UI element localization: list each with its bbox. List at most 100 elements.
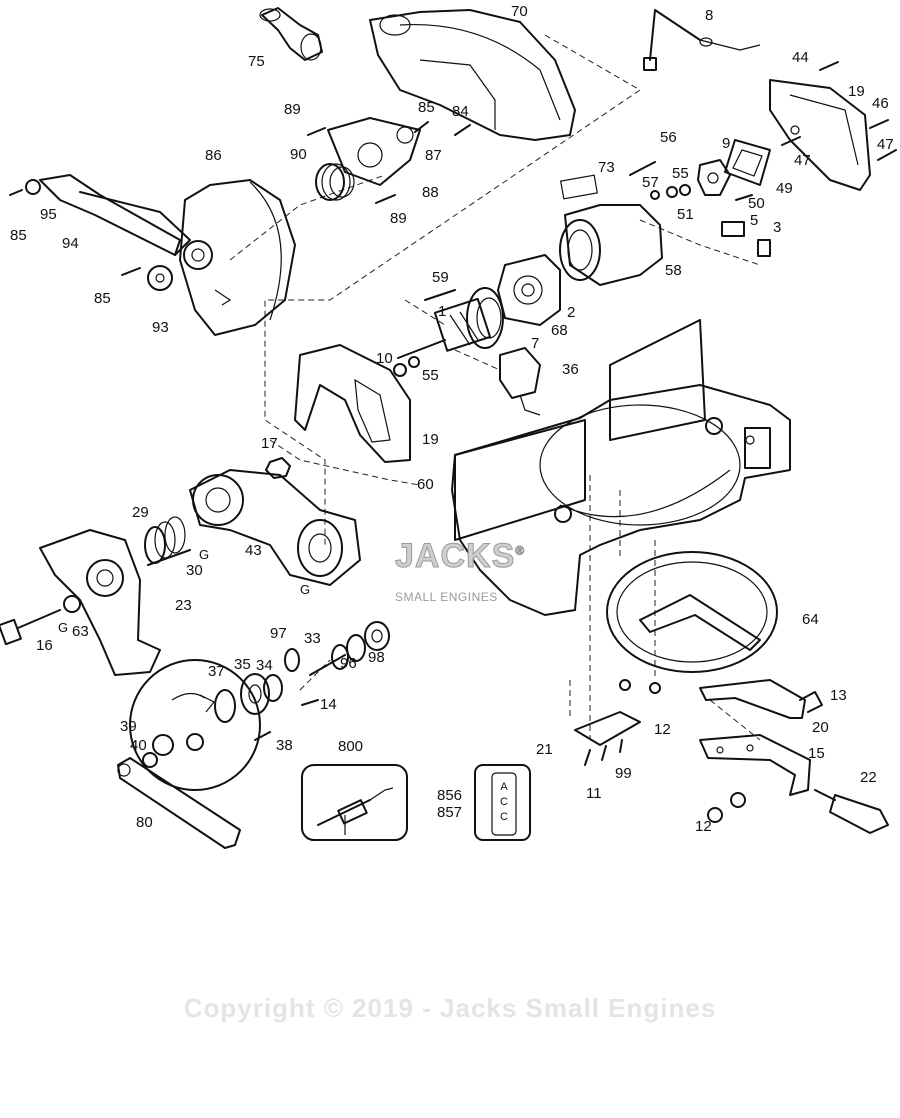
label-part-13: 13	[830, 687, 847, 704]
label-part-g-top: G	[199, 547, 210, 562]
part-19-handle-cover-right	[769, 79, 871, 191]
part-93-washer	[121, 265, 173, 291]
parts-39-40	[142, 734, 174, 768]
part-60-base-table	[451, 319, 791, 616]
label-part-89-bottom: 89	[390, 210, 407, 227]
label-part-38: 38	[276, 737, 293, 754]
label-part-87: 87	[425, 147, 442, 164]
label-part-23: 23	[175, 597, 192, 614]
part-blade	[129, 659, 261, 791]
part-800-kit-box	[301, 764, 408, 841]
label-part-58: 58	[665, 262, 682, 279]
label-part-95: 95	[40, 206, 57, 223]
label-part-59: 59	[432, 269, 449, 286]
label-part-1: 1	[438, 303, 447, 320]
watermark-brand: JACKS®	[394, 537, 526, 576]
part-64-turntable	[606, 551, 778, 673]
label-part-44: 44	[792, 49, 809, 66]
part-21-clamp	[574, 711, 641, 766]
label-part-857: 857	[437, 804, 463, 821]
part-80-wrench	[117, 757, 241, 849]
label-part-70: 70	[511, 3, 528, 20]
label-part-46: 46	[872, 95, 889, 112]
parts-10-55	[393, 356, 420, 377]
label-part-89-top: 89	[284, 101, 301, 118]
label-part-9: 9	[722, 135, 731, 152]
label-part-49: 49	[776, 180, 793, 197]
part-8-power-cord	[643, 9, 761, 71]
part-90-spring	[315, 163, 355, 201]
label-part-90: 90	[290, 146, 307, 163]
part-1-armature	[397, 297, 492, 359]
label-part-800: 800	[338, 738, 364, 755]
label-part-60: 60	[417, 476, 434, 493]
label-part-97: 97	[270, 625, 287, 642]
label-part-93: 93	[152, 319, 169, 336]
part-58-motor-housing	[559, 204, 663, 286]
card-text: A C C	[500, 781, 508, 823]
label-part-8: 8	[705, 7, 714, 24]
label-part-85-bottom: 85	[94, 290, 111, 307]
label-part-g-bottom: G	[58, 620, 69, 635]
part-70-upper-guard	[369, 9, 576, 141]
part-59-screw	[424, 289, 456, 301]
label-part-39: 39	[120, 718, 137, 735]
part-12-screws-bottom	[707, 792, 746, 823]
label-part-10: 10	[376, 350, 393, 367]
label-part-84: 84	[452, 103, 469, 120]
label-part-85-top: 85	[418, 99, 435, 116]
label-part-51: 51	[677, 206, 694, 223]
part-22-knob	[814, 789, 889, 834]
label-part-57: 57	[642, 174, 659, 191]
label-part-56: 56	[660, 129, 677, 146]
part-12-screws-top	[619, 679, 661, 694]
label-part-3: 3	[773, 219, 782, 236]
label-part-g-middle: G	[300, 582, 311, 597]
label-part-30: 30	[186, 562, 203, 579]
label-part-94: 94	[62, 235, 79, 252]
part-2-field	[497, 254, 561, 326]
part-856-857-box	[474, 764, 531, 841]
part-16-bolt	[0, 595, 81, 646]
part-49-brush-plate	[724, 139, 771, 186]
label-part-34: 34	[256, 657, 273, 674]
label-part-73: 73	[598, 159, 615, 176]
label-part-20: 20	[812, 719, 829, 736]
label-part-29: 29	[132, 504, 149, 521]
label-part-55-top: 55	[672, 165, 689, 182]
label-part-37: 37	[208, 663, 225, 680]
part-19-handle-cover-left	[294, 344, 411, 463]
label-part-47-right: 47	[877, 136, 894, 153]
label-part-63: 63	[72, 623, 89, 640]
part-75-dust-elbow	[259, 7, 323, 61]
copyright-notice: Copyright © 2019 - Jacks Small Engines	[183, 993, 717, 1023]
label-part-47-left: 47	[794, 152, 811, 169]
label-part-33: 33	[304, 630, 321, 647]
label-part-14: 14	[320, 696, 337, 713]
part-29-spring	[144, 516, 191, 566]
label-part-2: 2	[567, 304, 576, 321]
label-part-11: 11	[586, 785, 602, 802]
label-part-86: 86	[205, 147, 222, 164]
label-part-99: 99	[615, 765, 632, 782]
part-43-arm	[189, 469, 361, 586]
label-part-12-top: 12	[654, 721, 671, 738]
label-part-12-bottom: 12	[695, 818, 712, 835]
label-part-80: 80	[136, 814, 153, 831]
label-part-5: 5	[750, 212, 759, 229]
label-part-19-top: 19	[848, 83, 865, 100]
label-part-35: 35	[234, 656, 251, 673]
screws-44-46-47	[781, 61, 897, 161]
part-23-pivot-bracket	[39, 529, 161, 676]
label-part-36: 36	[562, 361, 579, 378]
part-15-bracket	[699, 734, 811, 796]
label-part-75: 75	[248, 53, 265, 70]
label-part-16: 16	[36, 637, 53, 654]
label-part-17: 17	[261, 435, 278, 452]
spindle-parts	[284, 621, 390, 676]
label-part-856: 856	[437, 787, 463, 804]
label-part-96: 96	[340, 655, 357, 672]
motor-small-parts	[560, 159, 731, 200]
label-part-64: 64	[802, 611, 819, 628]
